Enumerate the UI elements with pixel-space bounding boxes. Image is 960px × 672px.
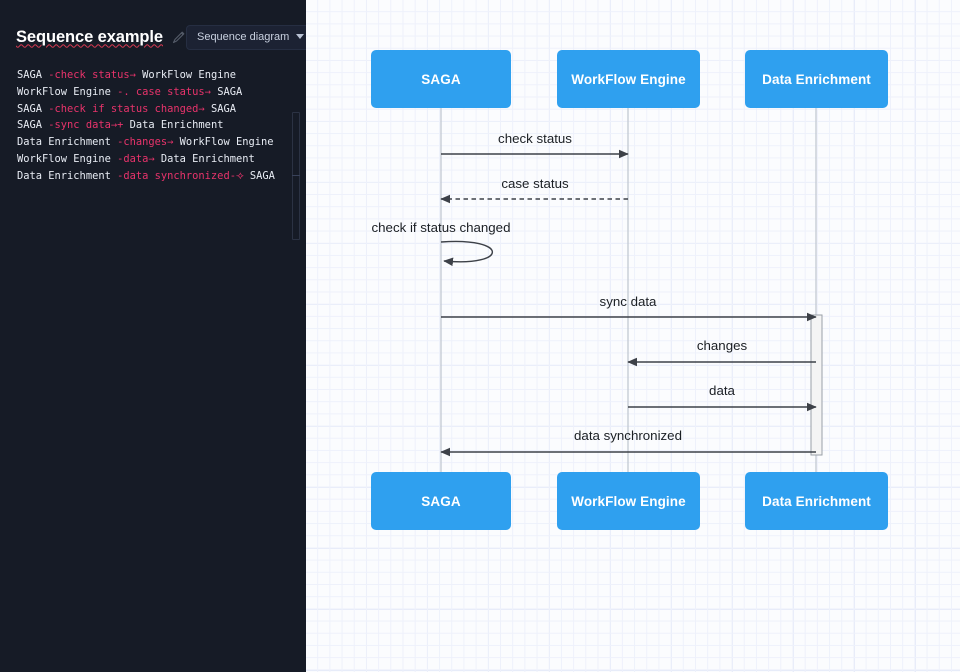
actor-label: SAGA <box>421 71 461 87</box>
code-actor-token: WorkFlow Engine <box>17 85 118 98</box>
code-actor-token: SAGA <box>17 102 49 115</box>
code-line[interactable]: SAGA -check if status changed→ SAGA <box>17 101 306 118</box>
code-line[interactable]: WorkFlow Engine -data→ Data Enrichment <box>17 151 306 168</box>
code-actor-token: SAGA <box>17 69 49 81</box>
sidebar-header: Sequence example Sequence diagram <box>0 0 306 52</box>
actor-label: WorkFlow Engine <box>571 493 686 509</box>
code-actor-token: WorkFlow Engine <box>17 152 118 165</box>
code-line[interactable]: SAGA -check status→ WorkFlow Engine <box>17 67 306 84</box>
message-label[interactable]: data <box>709 383 735 398</box>
code-actor-token: SAGA <box>243 169 275 182</box>
actor-box[interactable]: WorkFlow Engine <box>557 50 700 108</box>
actor-label: WorkFlow Engine <box>571 71 686 87</box>
code-line[interactable]: Data Enrichment -changes→ WorkFlow Engin… <box>17 134 306 151</box>
vertical-scrollbar[interactable] <box>292 112 300 240</box>
code-actor-token: WorkFlow Engine <box>135 69 236 81</box>
actor-label: SAGA <box>421 493 461 509</box>
code-actor-token: Data Enrichment <box>123 119 224 132</box>
activation-bar[interactable] <box>810 314 823 456</box>
chevron-down-icon <box>296 34 305 39</box>
actor-box[interactable]: SAGA <box>371 50 511 108</box>
code-message-token: -check status→ <box>48 69 136 81</box>
code-actor-token: SAGA <box>17 119 49 132</box>
code-actor-token: SAGA <box>210 85 243 98</box>
message-label[interactable]: sync data <box>599 294 657 309</box>
code-message-token: -data synchronized-⟢ <box>117 169 244 182</box>
message-label[interactable]: data synchronized <box>574 428 682 443</box>
actor-box[interactable]: WorkFlow Engine <box>557 472 700 530</box>
code-line[interactable]: WorkFlow Engine -. case status→ SAGA <box>17 84 306 101</box>
editor-sidebar: Sequence example Sequence diagram SAGA -… <box>0 0 306 672</box>
code-message-token: -. case status→ <box>117 85 211 98</box>
code-actor-token: Data Enrichment <box>17 169 118 182</box>
code-line[interactable]: Data Enrichment -data synchronized-⟢ SAG… <box>17 168 306 185</box>
message-label[interactable]: check status <box>498 131 572 146</box>
message-label[interactable]: changes <box>696 338 748 353</box>
actor-box[interactable]: SAGA <box>371 472 511 530</box>
message-label[interactable]: case status <box>501 176 569 191</box>
code-message-token: -data→ <box>117 152 155 165</box>
code-actor-token: Data Enrichment <box>17 136 118 149</box>
code-message-token: -check if status changed→ <box>48 102 205 115</box>
actor-label: Data Enrichment <box>762 493 871 509</box>
sequence-diagram <box>440 108 823 472</box>
actor-box[interactable]: Data Enrichment <box>745 472 888 530</box>
actor-label: Data Enrichment <box>762 71 871 87</box>
diagram-type-label: Sequence diagram <box>196 30 290 43</box>
code-actor-token: WorkFlow Engine <box>173 136 274 149</box>
actor-box[interactable]: Data Enrichment <box>745 50 888 108</box>
page-title[interactable]: Sequence example <box>16 27 163 46</box>
self-message-arrow[interactable] <box>440 240 493 267</box>
code-actor-token: SAGA <box>204 102 236 115</box>
diagram-type-select[interactable]: Sequence diagram <box>185 24 306 50</box>
pencil-icon[interactable] <box>172 30 186 44</box>
code-message-token: -changes→ <box>117 136 174 149</box>
code-line[interactable]: SAGA -sync data→+ Data Enrichment <box>17 117 306 134</box>
code-message-token: -sync data→+ <box>48 119 124 132</box>
code-actor-token: Data Enrichment <box>154 152 255 165</box>
message-label[interactable]: check if status changed <box>371 220 511 235</box>
